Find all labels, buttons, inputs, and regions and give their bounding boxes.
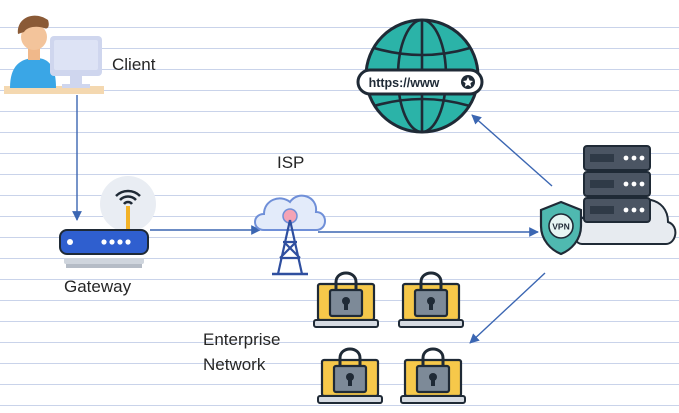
vpn-to-internet-arrow (471, 114, 553, 187)
person-at-computer-icon (4, 15, 104, 94)
vpn-to-enterprise-arrow (469, 272, 546, 344)
locked-laptop-icon (398, 271, 464, 328)
enterprise-label-line2: Network (203, 355, 266, 374)
vpn-shield-icon: VPN (539, 200, 583, 256)
vpn-badge-text: VPN (552, 222, 569, 232)
client-label: Client (112, 55, 156, 74)
locked-laptop-icon (400, 347, 466, 404)
isp-label: ISP (277, 153, 305, 172)
url-bar-text: https://www (369, 76, 440, 90)
wifi-router-icon (59, 176, 156, 268)
cloud-antenna-tower-icon (254, 194, 326, 276)
enterprise-label-line1: Enterprise (203, 330, 281, 349)
globe-icon: https://www (356, 18, 484, 134)
gateway-label: Gateway (64, 277, 132, 296)
locked-laptop-icon (313, 271, 379, 328)
server-stack-icon (573, 145, 677, 245)
locked-laptop-icon (317, 347, 383, 404)
